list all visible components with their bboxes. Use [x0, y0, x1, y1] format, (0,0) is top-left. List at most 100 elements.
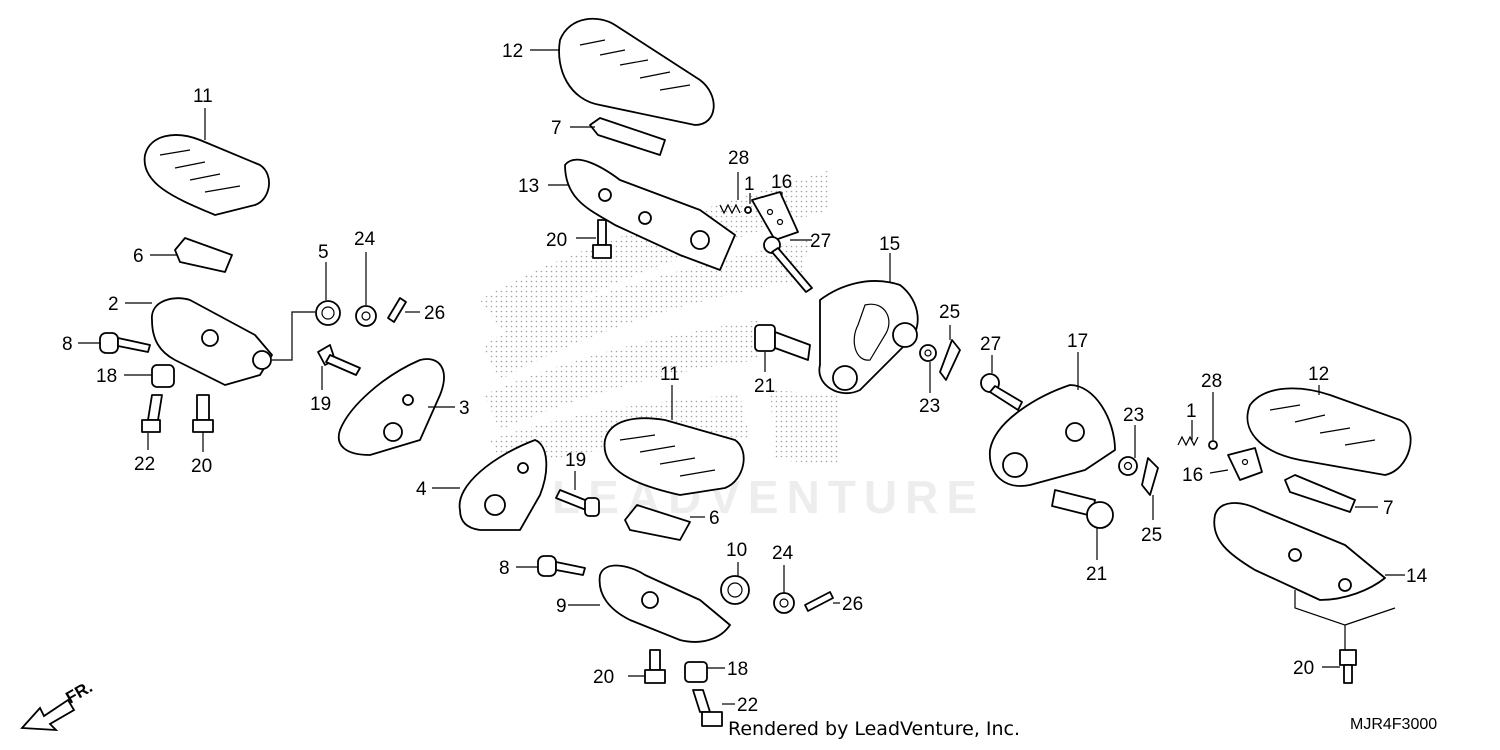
part-11-rubber-left	[143, 134, 270, 216]
callout-2: 2	[108, 294, 119, 315]
part-12-rubber-right	[1246, 387, 1412, 476]
callout-6-left: 6	[133, 246, 144, 267]
part-16-plate-right	[1227, 447, 1263, 481]
callout-20-center: 20	[593, 667, 614, 688]
callout-25-upper: 25	[939, 302, 960, 323]
part-14-step-right	[1213, 502, 1386, 601]
callout-16-right: 16	[1182, 465, 1203, 486]
callout-8-center: 8	[499, 558, 510, 579]
callout-23-upper: 23	[919, 396, 940, 417]
callout-15: 15	[879, 234, 900, 255]
part-10-spring-center	[720, 575, 750, 605]
callout-1-right: 1	[1186, 401, 1197, 422]
callout-11-left: 11	[193, 86, 213, 107]
part-22-bolt-center	[692, 689, 723, 727]
callout-14: 14	[1406, 566, 1428, 587]
callout-16-top: 16	[771, 172, 792, 193]
callout-9: 9	[556, 596, 567, 617]
callout-21-lower: 21	[1086, 564, 1107, 585]
callout-24-left: 24	[354, 229, 376, 250]
callout-27-top: 27	[810, 231, 831, 252]
part-6-holder-left	[174, 237, 233, 273]
part-7-plate-right	[1284, 474, 1356, 513]
callout-22-left: 22	[134, 454, 155, 475]
part-1-spring-top	[719, 203, 741, 215]
front-arrow-icon	[20, 698, 76, 732]
callout-4: 4	[416, 479, 427, 500]
callout-20-left: 20	[191, 456, 212, 477]
callout-28-top: 28	[728, 148, 749, 169]
callout-7-right: 7	[1383, 498, 1394, 519]
callout-24-center: 24	[772, 543, 794, 564]
callout-11-center: 11	[660, 364, 680, 385]
callout-17: 17	[1067, 331, 1088, 352]
part-25-clip-lower	[1141, 457, 1159, 496]
part-19-bolt-left	[317, 344, 361, 376]
part-19-bolt-center	[555, 489, 600, 517]
part-25-clip-upper	[939, 339, 961, 381]
part-28-ball-right	[1208, 440, 1218, 450]
callout-20-right: 20	[1293, 658, 1314, 679]
callout-20-top: 20	[546, 230, 567, 251]
part-12-rubber-top	[558, 17, 715, 126]
part-18-collar-center	[684, 661, 708, 683]
part-4-bracket-center	[458, 439, 548, 531]
callout-28-right: 28	[1201, 371, 1222, 392]
part-20-bolt-center	[644, 649, 666, 684]
part-24-washer-center	[773, 592, 795, 614]
callout-13: 13	[518, 176, 539, 197]
part-5-spring-left	[315, 300, 341, 326]
part-24-washer-left	[355, 305, 377, 327]
callout-6-center: 6	[709, 508, 720, 529]
part-23-washer-upper	[919, 344, 937, 362]
callout-18-left: 18	[96, 366, 117, 387]
part-20-bolt-left	[192, 394, 214, 433]
part-13-step-top	[564, 158, 736, 271]
callout-27-lower: 27	[980, 334, 1001, 355]
part-17-bracket	[989, 384, 1116, 487]
part-27-pin-lower	[980, 373, 1023, 411]
callout-18-center: 18	[727, 659, 748, 680]
callout-3: 3	[459, 398, 470, 419]
callout-19-left: 19	[310, 394, 331, 415]
callout-19-center: 19	[565, 450, 586, 471]
part-8-pin-left	[99, 332, 151, 354]
callout-7-top: 7	[551, 118, 562, 139]
part-9-step-center	[598, 564, 731, 643]
part-18-collar-left	[151, 364, 175, 388]
part-1-spring-right	[1177, 435, 1199, 447]
callout-10: 10	[726, 540, 747, 561]
part-21-bolt-upper	[754, 324, 811, 361]
front-direction-indicator: FR.	[20, 677, 96, 732]
part-23-washer-lower	[1118, 456, 1138, 476]
diagram-code: MJR4F3000	[1350, 716, 1438, 733]
part-20-bolt-right	[1339, 649, 1357, 684]
part-15-bracket	[818, 280, 919, 395]
part-3-bracket-left	[337, 358, 445, 456]
part-7-plate-top	[589, 117, 666, 156]
part-2-step-left	[151, 297, 273, 386]
callout-26-center: 26	[842, 594, 863, 615]
render-credit: Rendered by LeadVenture, Inc.	[728, 718, 1021, 740]
part-28-ball-top	[744, 206, 752, 214]
callout-23-lower: 23	[1123, 405, 1144, 426]
part-11-rubber-center	[603, 417, 745, 496]
callout-8-left: 8	[62, 334, 73, 355]
callout-5: 5	[318, 242, 329, 263]
part-16-plate-top	[751, 191, 799, 241]
callout-25-lower: 25	[1141, 525, 1162, 546]
callout-1-top: 1	[744, 174, 755, 195]
callout-26-left: 26	[424, 303, 445, 324]
callout-22-center: 22	[737, 695, 758, 716]
part-22-bolt-left	[141, 394, 163, 433]
leader-lines	[78, 49, 1405, 705]
part-27-pin-top	[763, 236, 813, 293]
callout-12-top: 12	[502, 41, 523, 62]
part-26-pin-left	[387, 297, 407, 323]
part-20-bolt-top	[592, 219, 612, 259]
part-26-pin-center	[804, 591, 834, 612]
callout-21-upper: 21	[754, 376, 775, 397]
part-21-bolt-lower	[1051, 489, 1114, 529]
part-8-pin-center	[537, 555, 586, 577]
callout-12-right: 12	[1308, 364, 1329, 385]
